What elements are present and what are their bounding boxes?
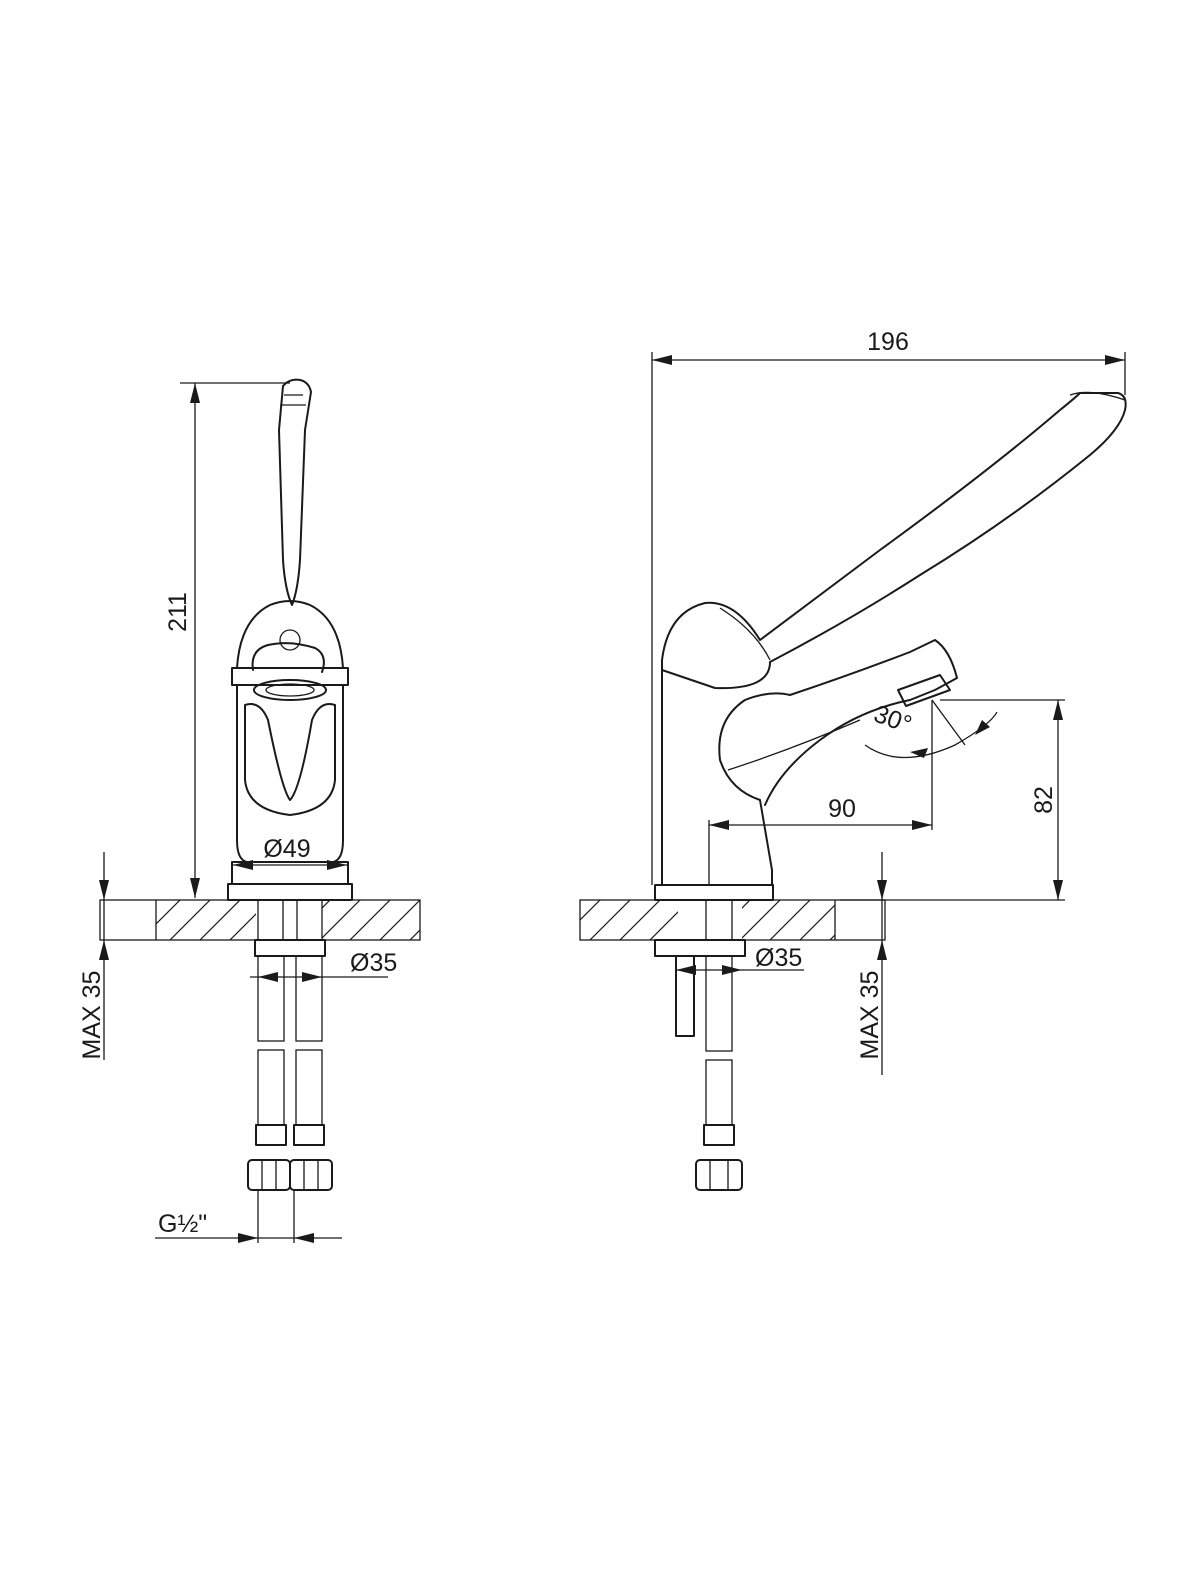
dim-thread-label: G½": [158, 1210, 207, 1238]
dim-d35-front-label: Ø35: [350, 949, 397, 977]
side-hoses: [654, 899, 746, 1191]
dimension-d49: Ø49: [233, 835, 347, 870]
dimension-30deg: 30°: [864, 699, 998, 759]
dim-d35-side-label: Ø35: [755, 944, 802, 972]
side-view: 196 90 82 30°: [579, 328, 1127, 1191]
dimension-d35-front: Ø35: [250, 949, 397, 982]
dim-90-label: 90: [828, 795, 856, 823]
front-hoses: [247, 899, 333, 1191]
braided-hose-icon: [257, 955, 285, 1042]
dimension-82: 82: [840, 699, 1065, 901]
dim-211-label: 211: [164, 592, 192, 632]
side-countertop: [579, 899, 886, 941]
front-countertop: [99, 899, 421, 941]
dimension-thread: G½": [155, 1190, 342, 1243]
side-faucet-body: [654, 391, 1127, 901]
dimension-90: 90: [708, 700, 933, 885]
dimension-196: 196: [651, 328, 1126, 885]
dim-d49-label: Ø49: [263, 835, 310, 863]
front-view: 211 Ø49 Ø35 MAX 35: [78, 378, 421, 1243]
dimension-211: 211: [164, 382, 290, 898]
dimension-max35-front: MAX 35: [78, 852, 109, 1060]
dim-max35-front-label: MAX 35: [78, 971, 106, 1060]
dim-max35-side-label: MAX 35: [856, 971, 884, 1060]
dimension-d35-side: Ø35: [676, 944, 804, 975]
dim-82-label: 82: [1030, 786, 1058, 814]
front-faucet-body: [227, 378, 353, 901]
dim-196-label: 196: [867, 328, 909, 356]
dimension-max35-side: MAX 35: [856, 852, 887, 1075]
